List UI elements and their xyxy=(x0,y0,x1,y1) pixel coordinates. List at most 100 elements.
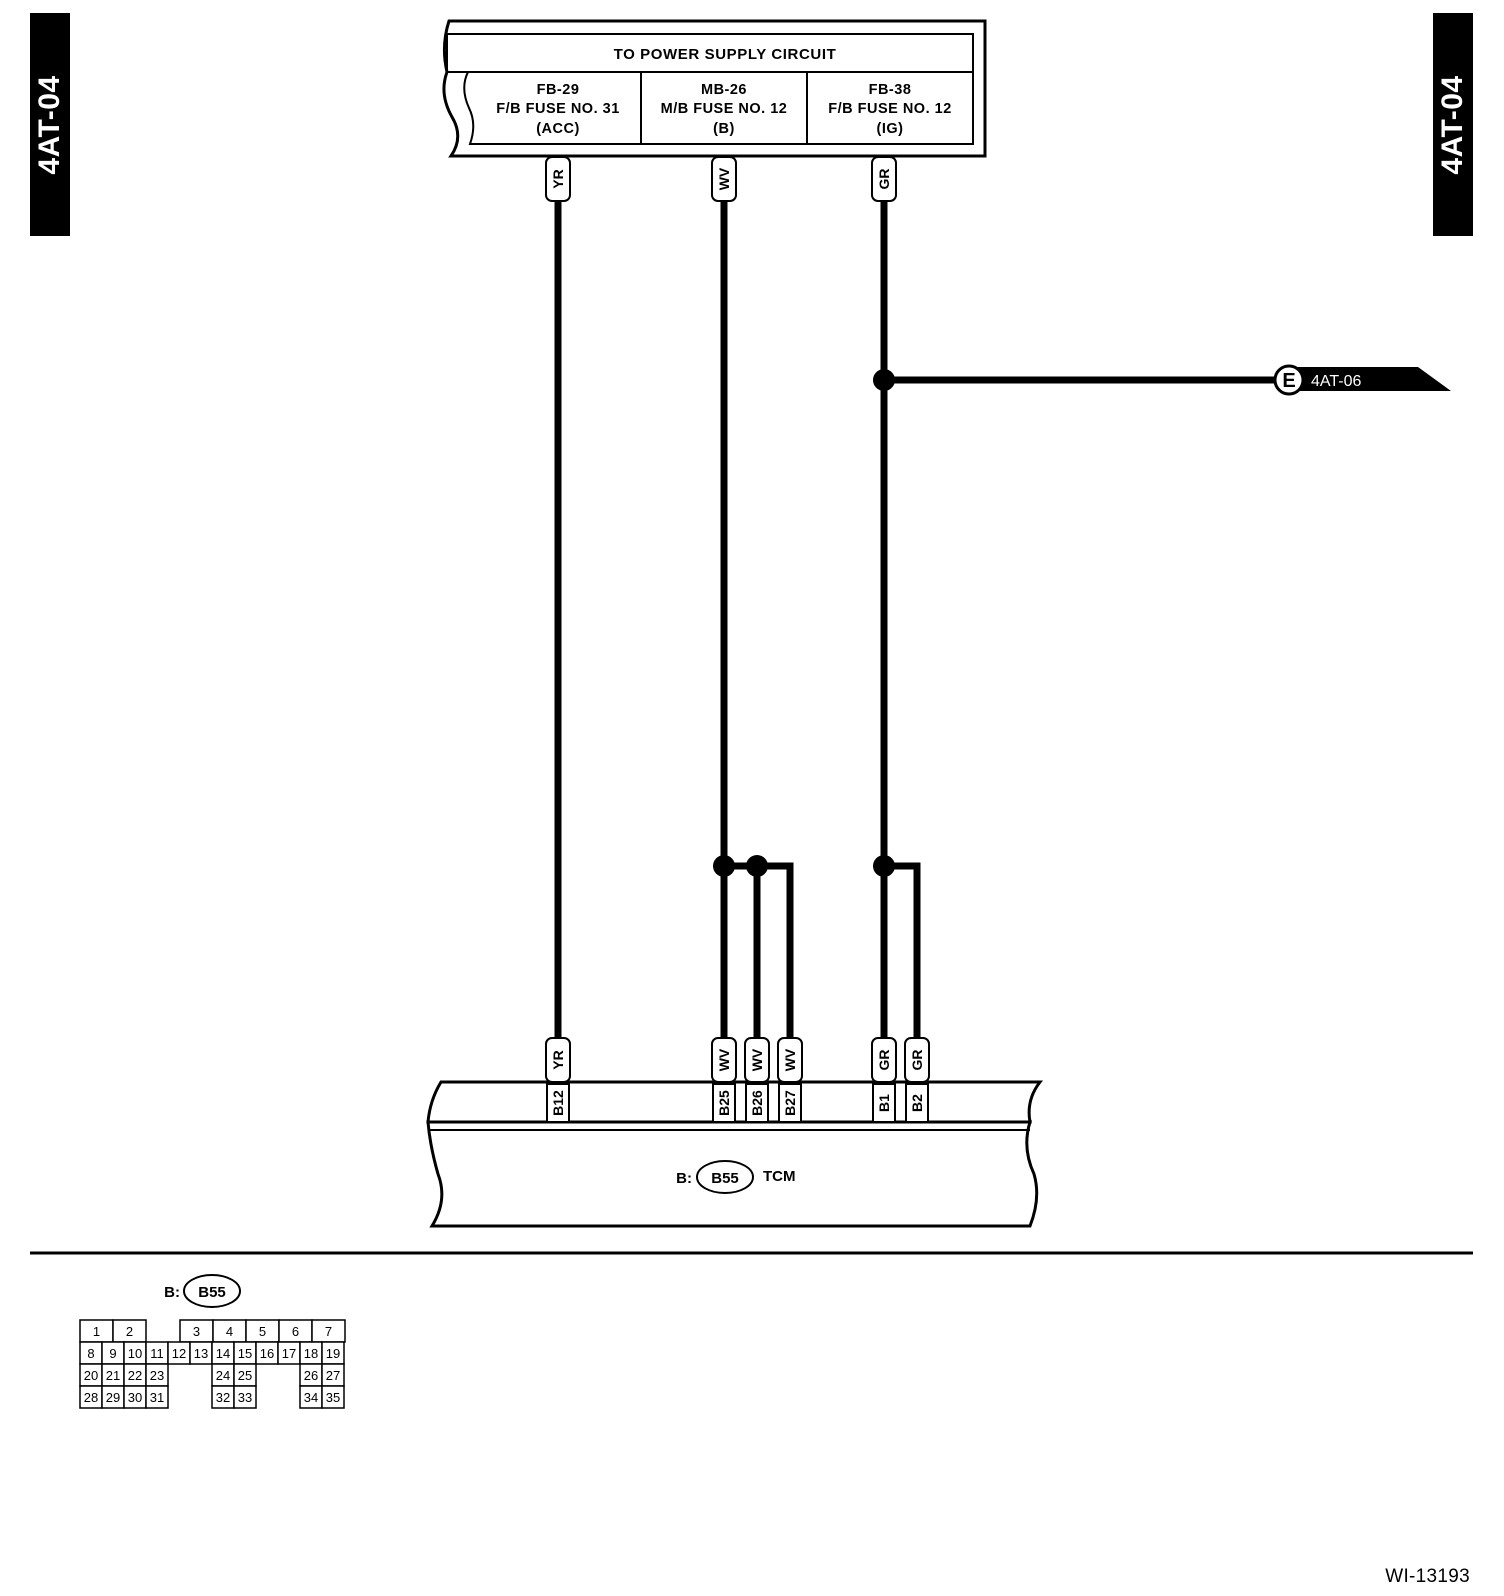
connector-face-cell: 13 xyxy=(189,1341,213,1365)
offpage-letter: E xyxy=(1282,370,1295,392)
offpage-arrow xyxy=(1294,367,1451,391)
connector-face-cell-label: 11 xyxy=(150,1346,164,1361)
power-supply-box: TO POWER SUPPLY CIRCUIT FB-29 F/B FUSE N… xyxy=(442,19,987,158)
wires xyxy=(554,200,1277,1040)
connector-face-cell: 26 xyxy=(299,1363,323,1387)
connector-face-cell: 14 xyxy=(211,1341,235,1365)
connector-face-cell: 20 xyxy=(79,1363,103,1387)
connector-face-cell: 15 xyxy=(233,1341,257,1365)
connector-face-cell: 29 xyxy=(101,1385,125,1409)
connector-face-cell-label: 9 xyxy=(109,1346,116,1361)
pin-box xyxy=(905,1083,929,1123)
connector-face-cell: 12 xyxy=(167,1341,191,1365)
wire-gr-b2 xyxy=(884,862,921,1040)
connector-face-cell-label: 27 xyxy=(326,1368,340,1383)
fuse-fb29: FB-29 F/B FUSE NO. 31 (ACC) xyxy=(496,82,620,137)
tcm-name: TCM xyxy=(763,1168,796,1185)
wire-tag-bottom xyxy=(711,1037,737,1083)
offpage-ref: 4AT-06 xyxy=(1311,373,1362,390)
pin-label: B1 xyxy=(876,1094,892,1112)
connector-face-cell: 6 xyxy=(278,1319,313,1343)
connector-face-cell: 24 xyxy=(211,1363,235,1387)
connector-face-cell-label: 26 xyxy=(304,1368,318,1383)
connector-face-cell-label: 18 xyxy=(304,1346,318,1361)
connector-face-cell: 19 xyxy=(321,1341,345,1365)
offpage-circle xyxy=(1273,364,1305,396)
connector-face-cell-label: 22 xyxy=(128,1368,142,1383)
connector-face-cell-label: 32 xyxy=(216,1390,230,1405)
wire-tag-bottom xyxy=(777,1037,803,1083)
connector-face-cell-label: 1 xyxy=(93,1324,100,1339)
pin-label: B25 xyxy=(716,1090,732,1116)
fuse-mb26-line2: M/B FUSE NO. 12 xyxy=(661,101,788,117)
junction-dot-gr-offpage xyxy=(873,369,895,391)
pin-box xyxy=(745,1083,769,1123)
connector-face-cell-label: 31 xyxy=(150,1390,164,1405)
connector-face-cell: 3 xyxy=(179,1319,214,1343)
tcm-connector-id: B55 xyxy=(711,1170,739,1187)
connector-face-cell: 27 xyxy=(321,1363,345,1387)
fuse-fb29-line2: F/B FUSE NO. 31 xyxy=(496,101,620,117)
connector-face-cell: 1 xyxy=(79,1319,114,1343)
connector-face-cell-label: 30 xyxy=(128,1390,142,1405)
connector-face-cell-label: 17 xyxy=(282,1346,296,1361)
connector-face-cell: 7 xyxy=(311,1319,346,1343)
pin-box xyxy=(546,1083,570,1123)
wire-tag-bottom xyxy=(744,1037,770,1083)
connector-face-cell-label: 24 xyxy=(216,1368,230,1383)
document-id: WI-13193 xyxy=(1385,1566,1470,1587)
junction-dot-wv-1 xyxy=(713,855,735,877)
junction-dot-wv-2 xyxy=(746,855,768,877)
connector-face-cell: 21 xyxy=(101,1363,125,1387)
connector-face-cell-label: 7 xyxy=(325,1324,332,1339)
wire-tag-wv-top: WV xyxy=(711,156,737,202)
tcm-connector-oval xyxy=(696,1160,754,1194)
connector-face-cell: 32 xyxy=(211,1385,235,1409)
connector-face-cell-label: 2 xyxy=(126,1324,133,1339)
pin-box xyxy=(712,1083,736,1123)
wire-tag-yr-top-label: YR xyxy=(550,169,566,188)
connector-face-cell-label: 28 xyxy=(84,1390,98,1405)
connector-face-cell-label: 33 xyxy=(238,1390,252,1405)
connector-face-cell-label: 12 xyxy=(172,1346,186,1361)
wire-tag-bottom xyxy=(871,1037,897,1083)
connector-face-cell: 9 xyxy=(101,1341,125,1365)
fuse-fb38-line3: (IG) xyxy=(877,121,904,137)
fuse-fb38-line1: FB-38 xyxy=(869,82,912,98)
connector-face-cell-label: 21 xyxy=(106,1368,120,1383)
wire-tag-gr-top: GR xyxy=(871,156,897,202)
left-section-tab: 4AT-04 xyxy=(30,13,70,236)
connector-face-cell-label: 29 xyxy=(106,1390,120,1405)
pin-label: B12 xyxy=(550,1090,566,1116)
connector-face-cell: 8 xyxy=(79,1341,103,1365)
connector-face-cell: 16 xyxy=(255,1341,279,1365)
connector-face-cell: 34 xyxy=(299,1385,323,1409)
connector-face-cell: 25 xyxy=(233,1363,257,1387)
connector-face-cell: 28 xyxy=(79,1385,103,1409)
junction-dot-gr xyxy=(873,855,895,877)
power-supply-title: TO POWER SUPPLY CIRCUIT xyxy=(614,46,837,63)
connector-face-cell: 22 xyxy=(123,1363,147,1387)
connector-face-cell: 2 xyxy=(112,1319,147,1343)
fuse-fb29-line3: (ACC) xyxy=(536,121,580,137)
right-section-tab: 4AT-04 xyxy=(1433,13,1473,236)
connector-face-cell-label: 14 xyxy=(216,1346,230,1361)
legend-connector-prefix: B: xyxy=(164,1284,180,1301)
connector-face-cell-label: 35 xyxy=(326,1390,340,1405)
fuse-mb26: MB-26 M/B FUSE NO. 12 (B) xyxy=(661,82,788,137)
connector-face-cell: 17 xyxy=(277,1341,301,1365)
fuse-fb29-line1: FB-29 xyxy=(537,82,580,98)
wire-tag-gr-top-label: GR xyxy=(876,169,892,190)
wire-tag-bottom-label: YR xyxy=(550,1050,566,1069)
wire-tag-bottom xyxy=(545,1037,571,1083)
wire-tag-wv-top-label: WV xyxy=(716,167,732,190)
pin-label: B2 xyxy=(909,1094,925,1112)
